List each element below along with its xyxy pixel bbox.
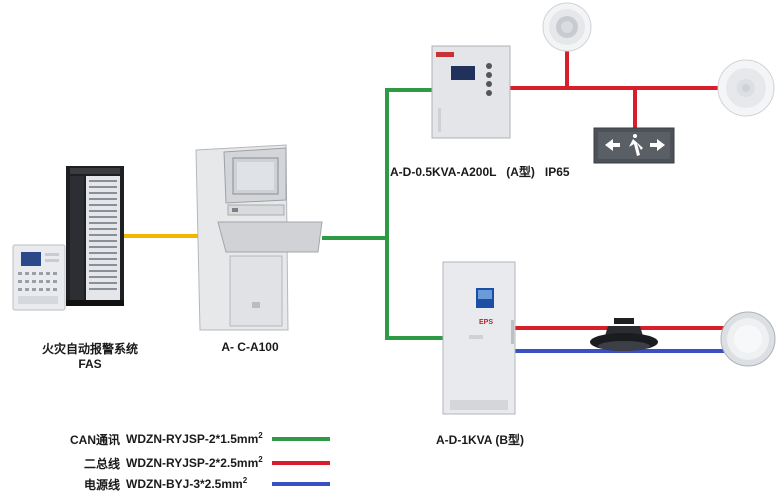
downlight-icon xyxy=(542,2,592,52)
legend-name: CAN通讯 xyxy=(70,433,120,447)
fas-label: 火灾自动报警系统 FAS xyxy=(20,340,160,371)
legend-spec-text: WDZN-RYJSP-2*2.5mm xyxy=(126,456,259,470)
legend-line-bus xyxy=(272,461,330,465)
legend-spec-sup: 2 xyxy=(258,431,263,440)
eps-label: EPS xyxy=(479,319,493,326)
can-bus-line xyxy=(322,88,432,240)
legend-name: 电源线 xyxy=(83,478,120,492)
legend-spec-text: WDZN-BYJ-3*2.5mm xyxy=(126,477,243,491)
high-bay-lamp-icon xyxy=(590,318,658,351)
legend-spec: WDZN-BYJ-3*2.5mm2 xyxy=(126,476,247,491)
exit-sign-icon xyxy=(593,127,675,164)
can-bus-line-b xyxy=(385,238,443,340)
fire-alarm-cabinet-icon xyxy=(66,166,124,306)
legend-spec-sup: 2 xyxy=(242,476,248,485)
legend-row-power: 电源线 WDZN-BYJ-3*2.5mm2 xyxy=(40,476,340,494)
device-b-label: A-D-1KVA (B型) xyxy=(436,433,524,447)
legend-row-bus: 二总线 WDZN-RYJSP-2*2.5mm2 xyxy=(40,455,340,473)
device-a-label: A-D-0.5KVA-A200L (A型) IP65 xyxy=(390,165,570,179)
fas-label-line1: 火灾自动报警系统 xyxy=(41,342,138,356)
legend-spec-sup: 2 xyxy=(258,455,263,464)
monitoring-host-icon xyxy=(195,144,323,331)
legend-line-can xyxy=(272,437,330,441)
round-ceiling-lamp-icon xyxy=(720,311,776,367)
legend-spec-text: WDZN-RYJSP-2*1.5mm xyxy=(126,432,259,446)
legend-row-can: CAN通讯 WDZN-RYJSP-2*1.5mm2 xyxy=(40,431,340,449)
ceiling-light-icon xyxy=(717,59,775,117)
legend-line-power xyxy=(272,482,330,486)
eps-cabinet-b-icon xyxy=(442,261,516,415)
fire-alarm-panel-icon xyxy=(12,244,66,311)
power-box-a-icon xyxy=(431,45,511,139)
legend-name: 二总线 xyxy=(83,457,120,471)
legend-spec: WDZN-RYJSP-2*2.5mm2 xyxy=(126,455,263,470)
legend-spec: WDZN-RYJSP-2*1.5mm2 xyxy=(126,431,263,446)
fas-label-line2: FAS xyxy=(78,357,102,371)
host-label: A- C-A100 xyxy=(221,340,279,354)
